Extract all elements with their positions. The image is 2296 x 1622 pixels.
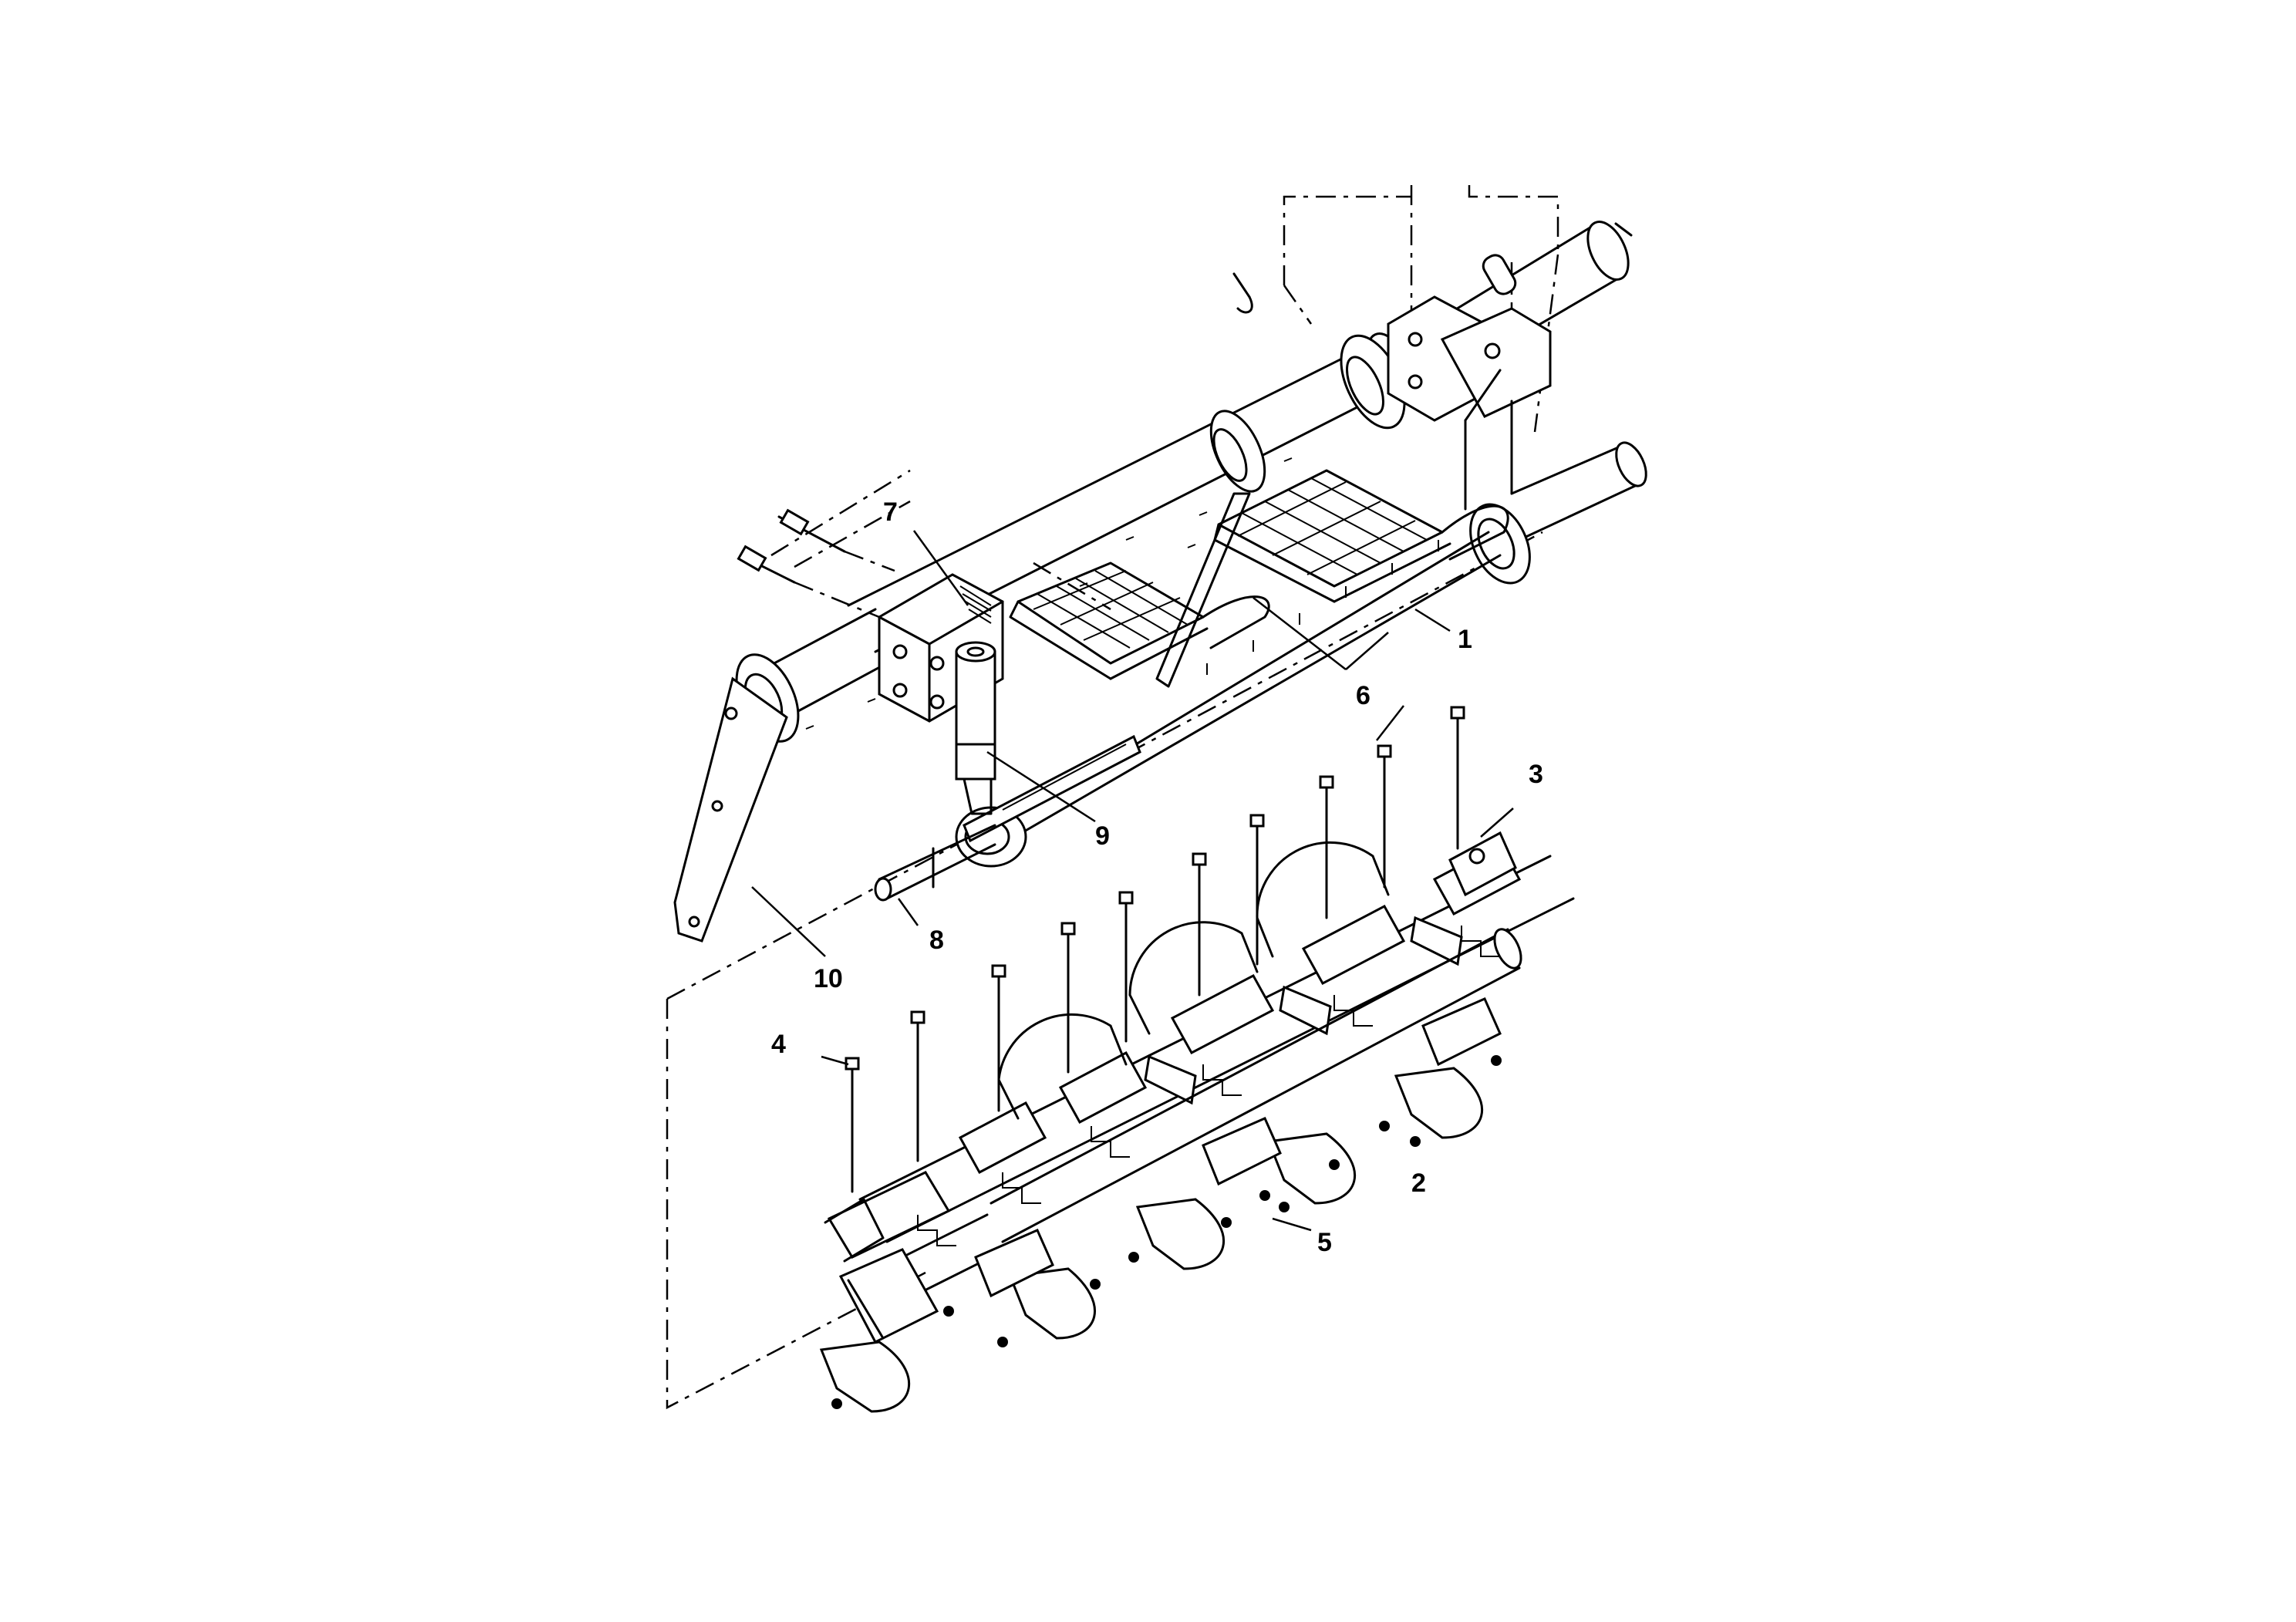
paddles-lower (819, 1067, 1484, 1413)
callout-1: 1 (1458, 625, 1472, 654)
vertical-bolts (845, 706, 1465, 1193)
callout-2: 2 (1411, 1168, 1426, 1198)
callout-9: 9 (1095, 821, 1110, 851)
auger-brackets (824, 997, 1502, 1344)
callout-7: 7 (883, 497, 898, 527)
hardware-markers-upper (805, 457, 1439, 730)
callout-4: 4 (771, 1030, 786, 1059)
auger-fins (1144, 916, 1463, 1105)
step-grating-left (1009, 561, 1270, 680)
callout-5: 5 (1317, 1228, 1332, 1257)
callout-6: 6 (1356, 681, 1371, 710)
nuts (831, 1055, 1502, 1409)
callouts: 1 2 3 4 5 6 7 8 9 10 (771, 497, 1543, 1257)
callout-10: 10 (814, 964, 843, 993)
lower-shaft (874, 531, 1502, 902)
support-strap (1155, 492, 1251, 688)
auger-shaft-main (827, 831, 1575, 1259)
step-grating-right (1213, 469, 1509, 603)
bolts-upper-left (737, 508, 895, 619)
callout-3: 3 (1529, 760, 1543, 789)
callout-8: 8 (929, 926, 944, 955)
assembly-step-lines (917, 926, 1500, 1246)
auger-flights-upper (997, 841, 1390, 1120)
pivot-arm (673, 676, 788, 943)
upper-frame-tube (847, 221, 1647, 653)
callout-leaders (751, 530, 1514, 1232)
